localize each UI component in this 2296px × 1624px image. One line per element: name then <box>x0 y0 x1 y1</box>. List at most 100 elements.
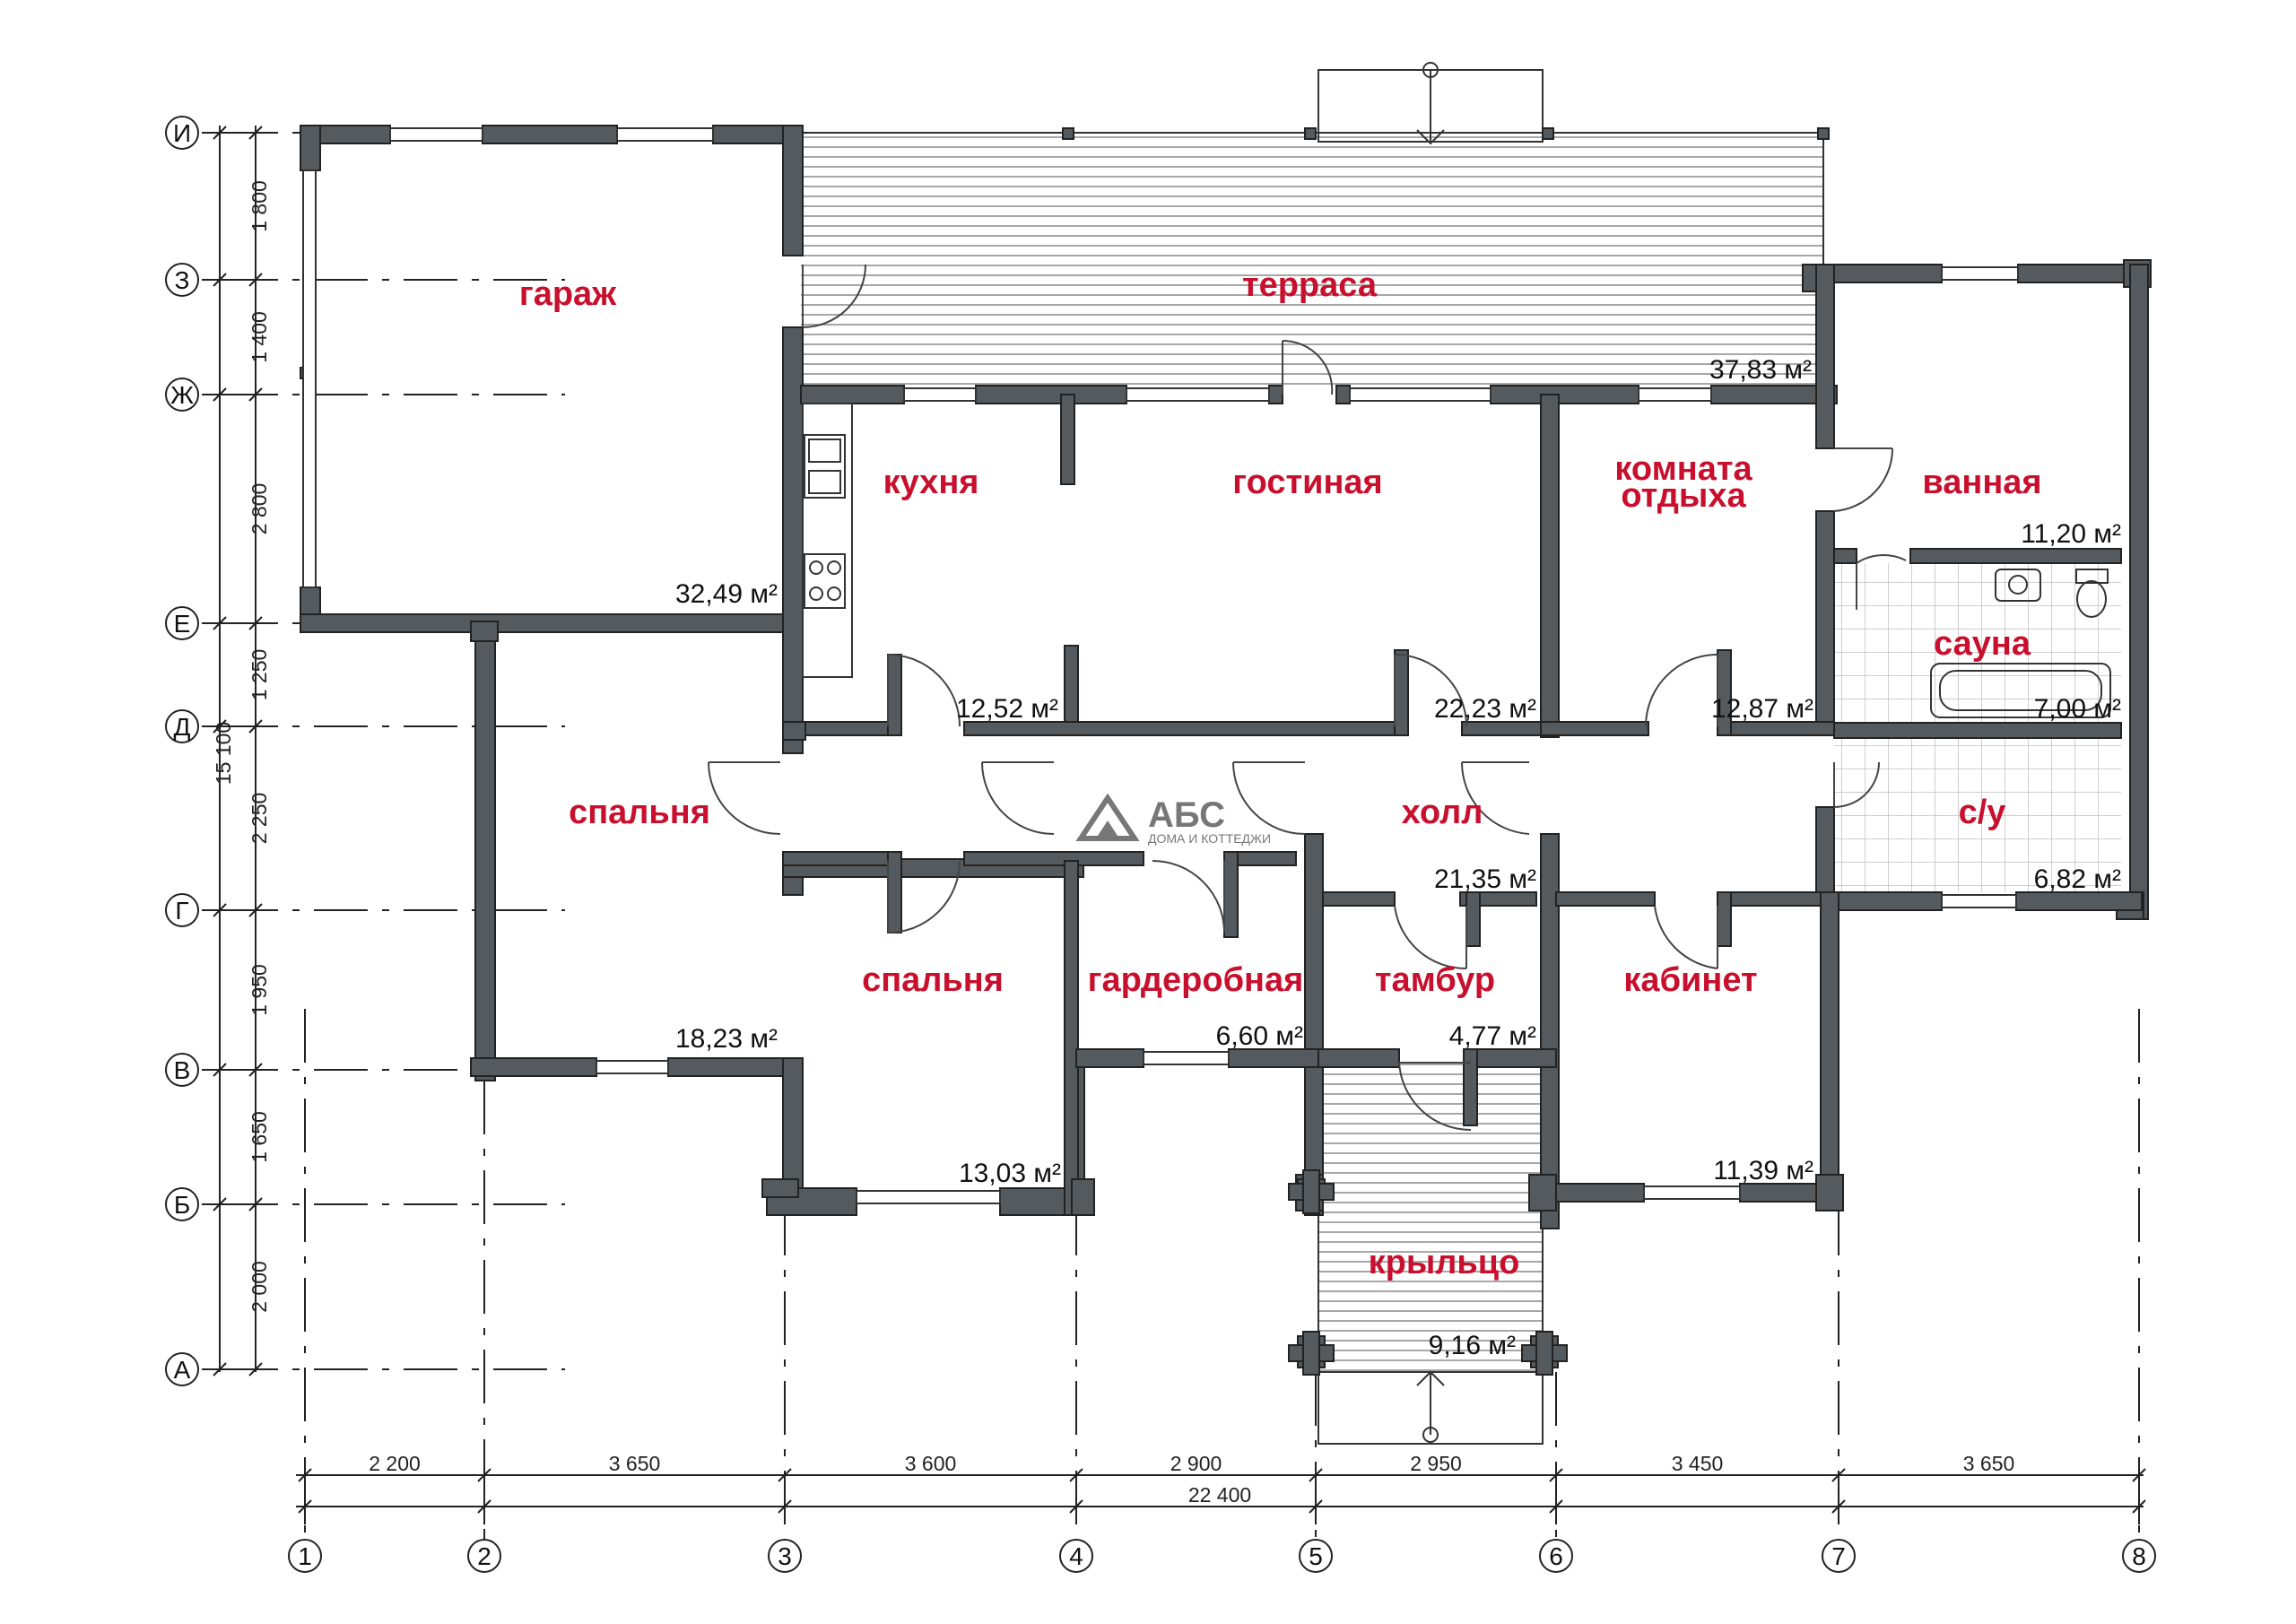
room-bedroom-mid-name: спальня <box>862 961 1004 999</box>
row-dim-label: 1 950 <box>248 964 271 1016</box>
row-axis-label: В <box>174 1056 191 1084</box>
col-dim-label: 3 600 <box>905 1452 957 1475</box>
bathtub <box>1930 663 2111 718</box>
area-terrace: 37,83 м² <box>1709 355 1812 385</box>
row-axis-label: Д <box>174 713 191 741</box>
col-axis-marker <box>1299 1539 1333 1573</box>
toilet <box>2075 569 2109 618</box>
row-axis-marker <box>165 1053 199 1087</box>
bottom-dimensions: 2 200 3 650 3 600 2 900 2 950 3 450 3 650 22 4… <box>288 1452 2156 1573</box>
col-dim-label: 2 200 <box>369 1452 421 1475</box>
row-axis-label: З <box>175 266 190 294</box>
area-porch: 9,16 м² <box>1429 1331 1516 1360</box>
row-axis-marker <box>165 1352 199 1386</box>
col-axis-label: 3 <box>778 1542 792 1570</box>
area-labels: 32,49 м² 37,83 м² 12,52 м² 22,23 м² 12,8… <box>675 355 2121 1360</box>
area-hall: 21,35 м² <box>1434 864 1536 894</box>
col-dim-label: 2 900 <box>1170 1452 1222 1475</box>
col-axis-marker <box>2122 1539 2156 1573</box>
wc-tiles <box>1834 738 2121 892</box>
row-axis-marker <box>165 1187 199 1221</box>
row-total-dim: 15 100 <box>212 722 235 785</box>
area-kitchen: 12,52 м² <box>956 694 1058 724</box>
company-logo: АБС ДОМА И КОТТЕДЖИ <box>1075 793 1271 846</box>
room-hall-name: холл <box>1402 794 1483 831</box>
row-axis-marker <box>165 263 199 297</box>
col-axis-marker <box>1059 1539 1093 1573</box>
col-axis-marker <box>288 1539 322 1573</box>
front-stairs-bottom <box>1318 1370 1544 1445</box>
row-axis-label: Г <box>175 897 188 925</box>
room-porch-name: крыльцо <box>1369 1244 1520 1281</box>
row-dim-label: 1 250 <box>248 649 271 701</box>
area-wardrobe: 6,60 м² <box>1216 1021 1303 1051</box>
row-axis-marker <box>165 116 199 150</box>
terrace-deck <box>801 128 1824 388</box>
col-axis-label: 1 <box>298 1542 312 1570</box>
col-axis-label: 5 <box>1309 1542 1323 1570</box>
room-office-name: кабинет <box>1623 961 1757 999</box>
area-bedroom-mid: 13,03 м² <box>959 1159 1061 1188</box>
area-sauna: 7,00 м² <box>2034 694 2121 724</box>
col-dim-label: 3 450 <box>1672 1452 1724 1475</box>
room-garage-name: гараж <box>519 275 617 313</box>
room-vestibule-name: тамбур <box>1375 961 1495 999</box>
room-rest-name-1: комната <box>1614 450 1752 488</box>
logo-main-text: АБС <box>1148 795 1225 835</box>
washbasin <box>1995 569 2041 602</box>
row-dim-label: 1 800 <box>248 180 271 232</box>
row-axis-label: А <box>174 1356 191 1384</box>
col-axis-marker <box>1822 1539 1856 1573</box>
area-garage: 32,49 м² <box>675 579 778 609</box>
row-axis-marker <box>165 606 199 640</box>
area-office: 11,39 м² <box>1713 1156 1813 1185</box>
room-sauna-name: сауна <box>1934 625 2031 663</box>
row-axis-marker <box>165 378 199 412</box>
area-bathroom: 11,20 м² <box>2021 519 2121 549</box>
room-living-name: гостиная <box>1232 464 1382 501</box>
row-axis-label: Е <box>174 610 191 638</box>
row-dim-label: 1 400 <box>248 311 271 363</box>
row-dim-label: 2 000 <box>248 1261 271 1313</box>
col-axis-label: 6 <box>1549 1542 1563 1570</box>
col-axis-marker <box>467 1539 501 1573</box>
front-stairs-top <box>1318 62 1544 145</box>
walls <box>300 125 2152 1376</box>
row-axis-label: Ж <box>170 381 194 409</box>
kitchen-counter <box>802 403 853 678</box>
room-wardrobe-name: гардеробная <box>1088 961 1304 999</box>
area-vestibule: 4,77 м² <box>1449 1021 1536 1051</box>
area-bedroom-left: 18,23 м² <box>675 1024 778 1054</box>
room-rest-name-2: отдыха <box>1621 477 1746 515</box>
col-total-dim: 22 400 <box>1188 1483 1251 1507</box>
col-axis-label: 4 <box>1069 1542 1083 1570</box>
room-kitchen-name: кухня <box>883 464 979 501</box>
area-wc: 6,82 м² <box>2034 864 2121 894</box>
row-axis-marker <box>165 709 199 743</box>
col-dim-label: 3 650 <box>609 1452 661 1475</box>
row-axis-label: Б <box>174 1191 190 1219</box>
windows <box>302 127 2019 1204</box>
sauna-tiles <box>1834 563 2121 723</box>
col-axis-label: 8 <box>2132 1542 2146 1570</box>
left-dimensions: 1 800 1 400 2 800 1 250 2 250 1 950 1 650 2 000… <box>165 116 271 1386</box>
row-axis-marker <box>165 893 199 927</box>
room-bedroom-left-name: спальня <box>569 794 710 831</box>
porch-deck <box>1318 1063 1544 1372</box>
room-labels: гараж терраса кухня гостиная комната отд… <box>519 266 2042 1281</box>
col-dim-label: 3 650 <box>1963 1452 2015 1475</box>
row-dim-label: 1 650 <box>248 1111 271 1163</box>
logo-sub-text: ДОМА И КОТТЕДЖИ <box>1148 831 1271 846</box>
row-dim-label: 2 800 <box>248 483 271 535</box>
room-terrace-name: терраса <box>1242 266 1378 304</box>
col-dim-label: 2 950 <box>1410 1452 1462 1475</box>
col-axis-label: 7 <box>1831 1542 1846 1570</box>
area-rest-room: 12,87 м² <box>1711 694 1813 724</box>
col-axis-marker <box>1539 1539 1573 1573</box>
col-axis-marker <box>768 1539 802 1573</box>
col-axis-label: 2 <box>477 1542 491 1570</box>
row-axis-label: И <box>173 119 191 147</box>
row-dim-label: 2 250 <box>248 793 271 845</box>
doors <box>708 264 1907 1132</box>
